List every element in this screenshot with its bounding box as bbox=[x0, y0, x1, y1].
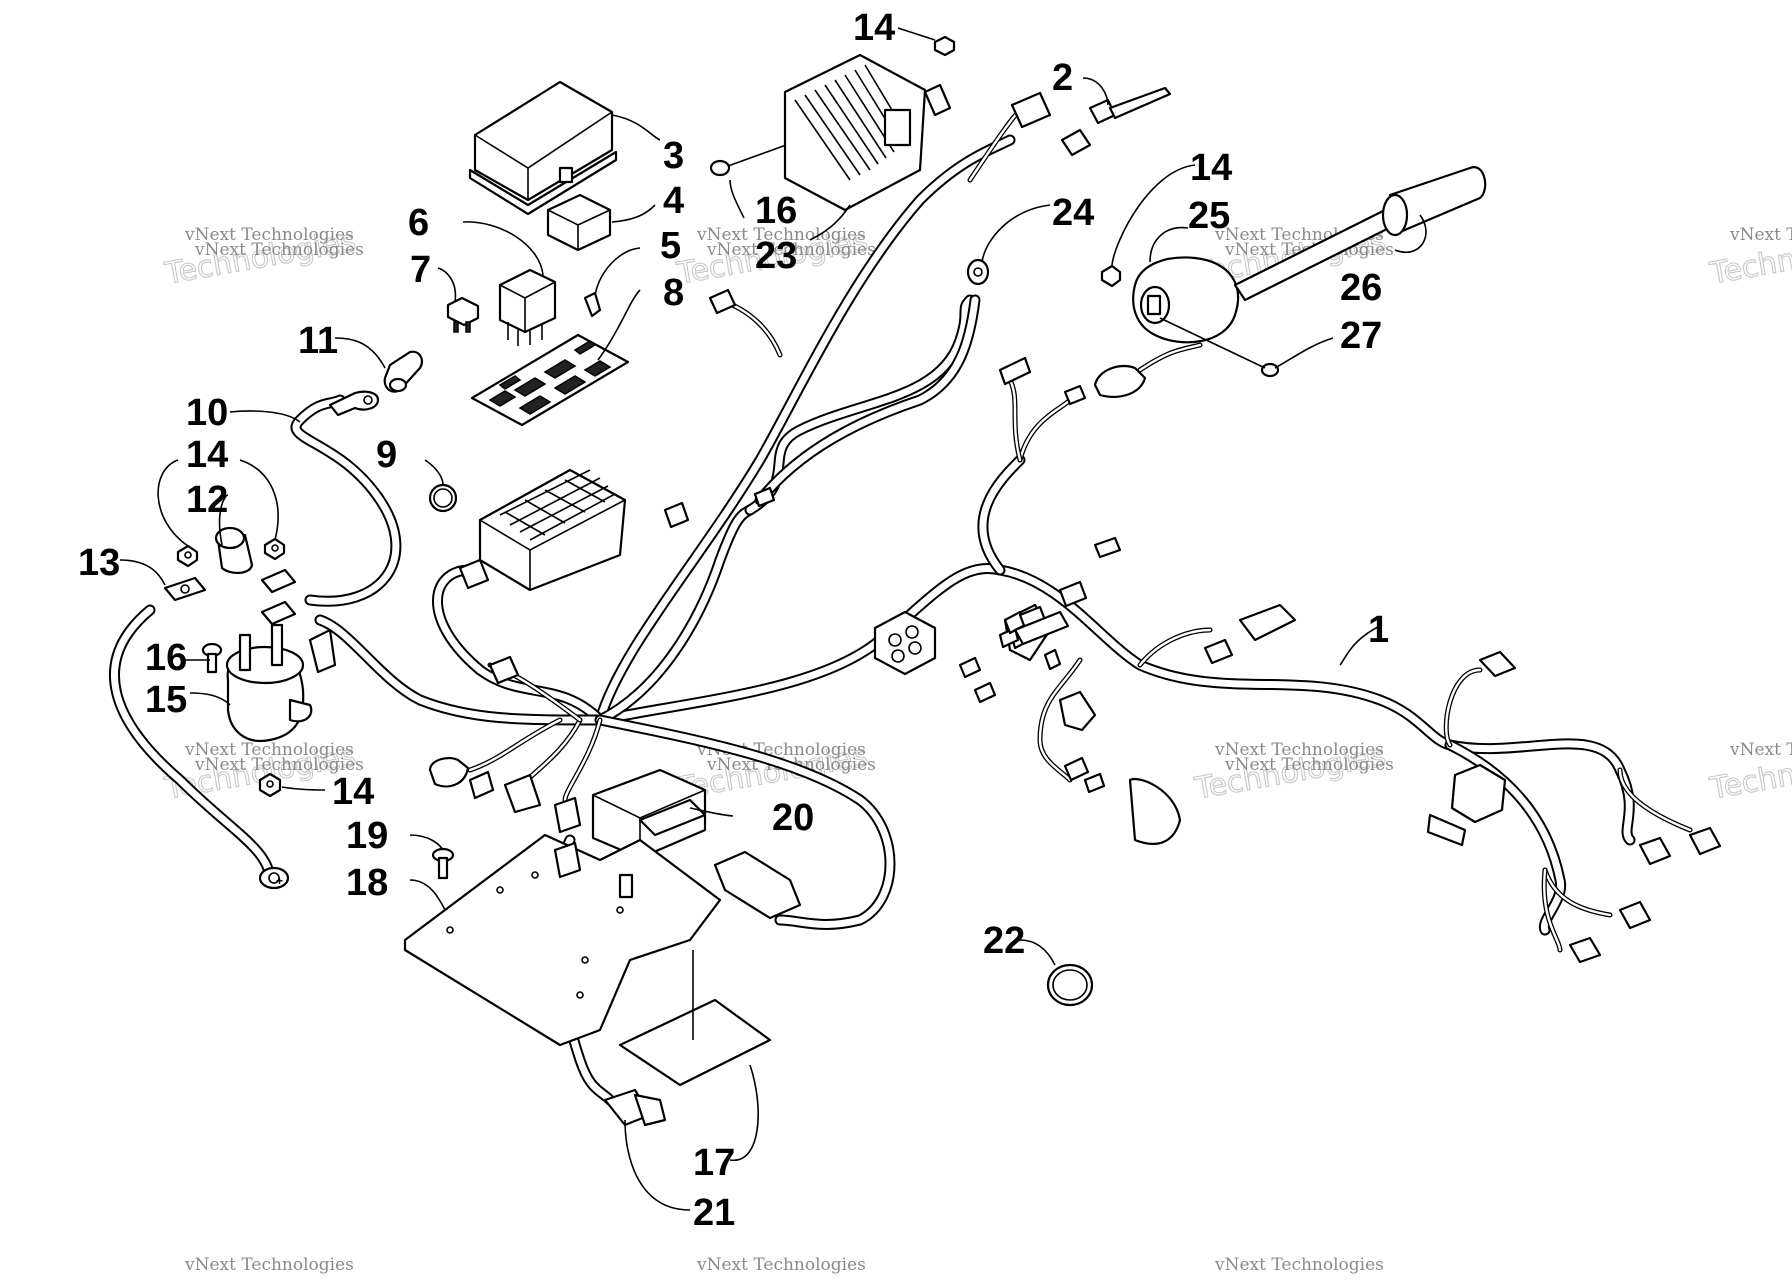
svg-text:vNext Technologies: vNext Technologies bbox=[1214, 1255, 1384, 1275]
callout-2: 2 bbox=[1052, 57, 1073, 99]
fuse-block bbox=[478, 468, 627, 592]
screw bbox=[709, 139, 801, 177]
svg-text:vNext Technologies: vNext Technologies bbox=[184, 1255, 354, 1275]
terminal-boot bbox=[383, 350, 424, 393]
voltage-regulator bbox=[783, 53, 952, 212]
clip-ring bbox=[1046, 963, 1094, 1007]
connector-plug bbox=[1010, 86, 1172, 157]
callout-10: 10 bbox=[186, 392, 228, 434]
screw bbox=[1159, 317, 1280, 378]
watermark: Technologies vNext Technologies vNext Te… bbox=[1191, 738, 1394, 807]
watermark: Technologies vNext Technologies bbox=[1706, 738, 1792, 807]
nut bbox=[1100, 264, 1122, 288]
ring-terminal bbox=[258, 866, 290, 890]
callout-20: 20 bbox=[772, 797, 814, 839]
sensor-plug bbox=[603, 1088, 667, 1127]
blade-fuse bbox=[446, 296, 480, 333]
callout-24: 24 bbox=[1052, 192, 1094, 234]
nut bbox=[258, 772, 282, 798]
callout-27: 27 bbox=[1340, 315, 1382, 357]
cable-lug bbox=[328, 390, 380, 417]
harness-connectors bbox=[428, 288, 1722, 964]
terminal-plate bbox=[260, 568, 297, 626]
relay bbox=[498, 268, 557, 346]
callout-numbers: 1 2 3 4 5 6 7 8 9 10 11 12 13 14 14 14 1… bbox=[78, 7, 1389, 1234]
watermark: vNext Technologies bbox=[696, 1255, 866, 1275]
watermark: Technologies vNext Technologies bbox=[1706, 223, 1792, 292]
mini-fuse bbox=[583, 291, 602, 318]
watermark: Technologies vNext Technologies vNext Te… bbox=[161, 223, 364, 292]
clip-ring bbox=[428, 483, 458, 513]
svg-text:vNext Technologies: vNext Technologies bbox=[1729, 225, 1792, 245]
callout-15: 15 bbox=[145, 679, 187, 721]
callout-22: 22 bbox=[983, 920, 1025, 962]
nut bbox=[933, 35, 956, 57]
callout-16-top: 16 bbox=[755, 190, 797, 232]
callout-17: 17 bbox=[693, 1142, 735, 1184]
circuit-panel bbox=[470, 333, 630, 427]
callout-3: 3 bbox=[663, 135, 684, 177]
push-rivet bbox=[431, 847, 455, 880]
starter-solenoid bbox=[225, 623, 337, 743]
callout-9: 9 bbox=[376, 434, 397, 476]
svg-text:vNext Technologies: vNext Technologies bbox=[706, 240, 876, 260]
svg-text:vNext Technologies: vNext Technologies bbox=[184, 740, 354, 760]
svg-text:vNext Technologies: vNext Technologies bbox=[184, 225, 354, 245]
callout-26: 26 bbox=[1340, 267, 1382, 309]
terminal-plate bbox=[163, 576, 207, 602]
callout-14-left: 14 bbox=[186, 434, 228, 476]
nut bbox=[263, 537, 286, 561]
callout-25: 25 bbox=[1188, 195, 1230, 237]
callout-1: 1 bbox=[1368, 609, 1389, 651]
parts bbox=[163, 35, 1722, 1127]
callout-11: 11 bbox=[298, 320, 338, 362]
callout-14-right: 14 bbox=[1190, 147, 1232, 189]
callout-6: 6 bbox=[408, 202, 429, 244]
svg-text:vNext Technologies: vNext Technologies bbox=[194, 755, 364, 775]
ignition-switch bbox=[1132, 256, 1240, 344]
fuse-box-cover bbox=[468, 80, 618, 216]
ground-lead bbox=[966, 258, 990, 286]
svg-text:vNext Technologies: vNext Technologies bbox=[1224, 755, 1394, 775]
callout-16-left: 16 bbox=[145, 637, 187, 679]
terminal-boot-angle bbox=[214, 526, 254, 574]
svg-text:vNext Technologies: vNext Technologies bbox=[696, 1255, 866, 1275]
label-sheet bbox=[618, 950, 772, 1087]
svg-text:vNext Technologies: vNext Technologies bbox=[194, 240, 364, 260]
callout-14-bottom: 14 bbox=[332, 771, 374, 813]
leader-lines bbox=[119, 27, 1427, 1211]
mounting-plate bbox=[403, 833, 722, 1047]
callout-18: 18 bbox=[346, 862, 388, 904]
ecu-box bbox=[591, 768, 707, 860]
callout-23: 23 bbox=[755, 235, 797, 277]
callout-21: 21 bbox=[693, 1192, 735, 1234]
watermark: vNext Technologies bbox=[184, 1255, 354, 1275]
svg-text:vNext Technologies: vNext Technologies bbox=[1729, 740, 1792, 760]
svg-text:vNext Technologies: vNext Technologies bbox=[1214, 740, 1384, 760]
relay-small bbox=[546, 193, 612, 252]
screw bbox=[201, 642, 223, 674]
callout-5: 5 bbox=[660, 225, 681, 267]
callout-14-top: 14 bbox=[853, 7, 895, 49]
nut bbox=[176, 544, 199, 568]
callout-8: 8 bbox=[663, 272, 684, 314]
callout-13: 13 bbox=[78, 542, 120, 584]
callout-19: 19 bbox=[346, 815, 388, 857]
callout-7: 7 bbox=[410, 249, 431, 291]
svg-text:vNext Technologies: vNext Technologies bbox=[696, 225, 866, 245]
watermark: vNext Technologies bbox=[1214, 1255, 1384, 1275]
switch-boot bbox=[1233, 166, 1487, 302]
callout-4: 4 bbox=[663, 180, 684, 222]
callout-12: 12 bbox=[186, 479, 228, 521]
positive-terminal-mark: + bbox=[276, 874, 283, 888]
